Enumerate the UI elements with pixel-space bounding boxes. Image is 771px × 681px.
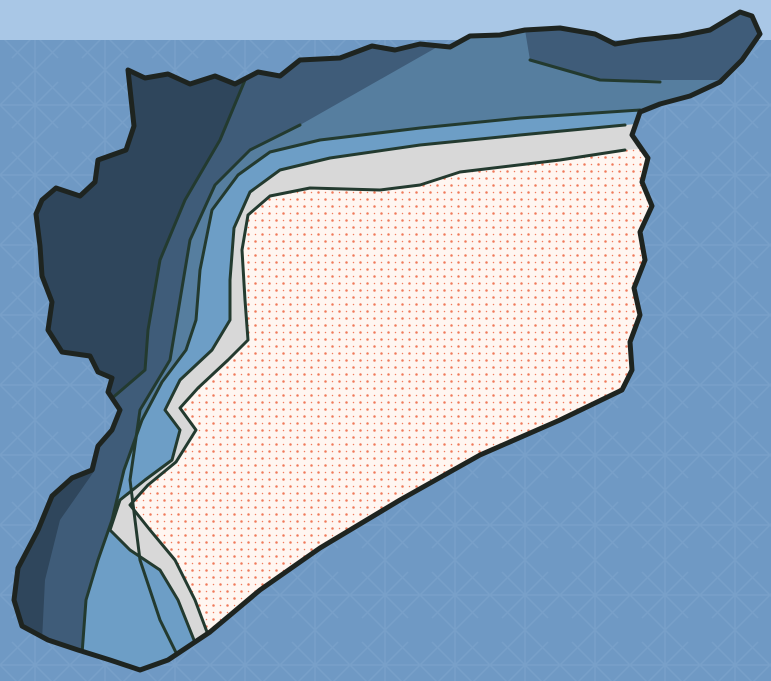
zone-boundary-2 (528, 58, 662, 84)
zone-boundaries (78, 58, 662, 670)
country-border (11, 9, 763, 673)
zone-boundary-6 (128, 148, 627, 670)
zone-boundary-1 (108, 78, 247, 402)
top-band (0, 0, 771, 40)
zone-boundary-4 (78, 108, 642, 670)
zone-boundary-3 (128, 123, 302, 670)
zone-boundary-5 (108, 123, 627, 670)
